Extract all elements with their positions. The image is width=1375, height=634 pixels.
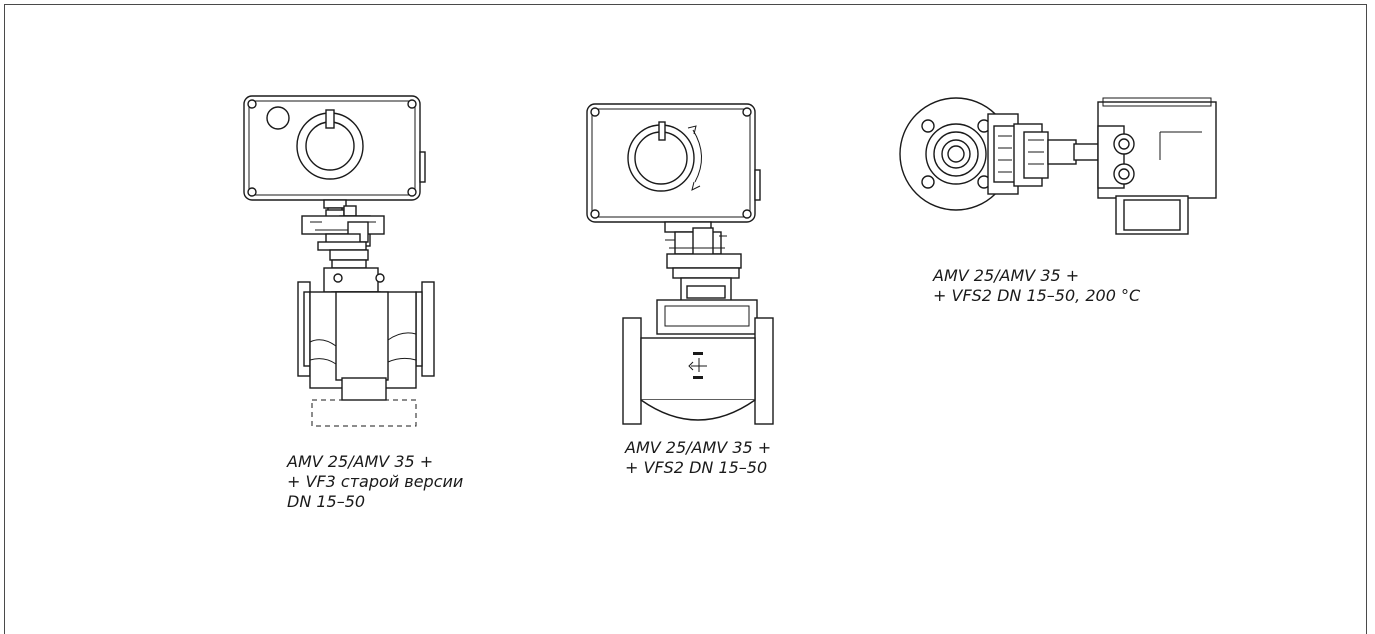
actuator-valve-vf3-front-icon	[240, 92, 440, 432]
caption-line: + VFS2 DN 15–50	[625, 458, 768, 477]
caption-line: + VF3 старой версии	[287, 472, 464, 491]
caption-line: AMV 25/AMV 35 +	[625, 438, 772, 457]
caption-line: AMV 25/AMV 35 +	[287, 452, 434, 471]
caption-line: + VFS2 DN 15–50, 200 °C	[933, 286, 1141, 305]
actuator-valve-vfs2-front-icon	[585, 100, 775, 425]
caption-vfs2: AMV 25/AMV 35 + + VFS2 DN 15–50	[625, 438, 771, 478]
actuator-valve-vfs2-top-icon	[898, 96, 1218, 241]
figure-frame	[4, 4, 1367, 634]
caption-vfs2-200c: AMV 25/AMV 35 + + VFS2 DN 15–50, 200 °C	[933, 266, 1140, 306]
caption-line: AMV 25/AMV 35 +	[933, 266, 1080, 285]
caption-line: DN 15–50	[287, 492, 366, 511]
caption-vf3: AMV 25/AMV 35 + + VF3 старой версии DN 1…	[287, 452, 463, 512]
